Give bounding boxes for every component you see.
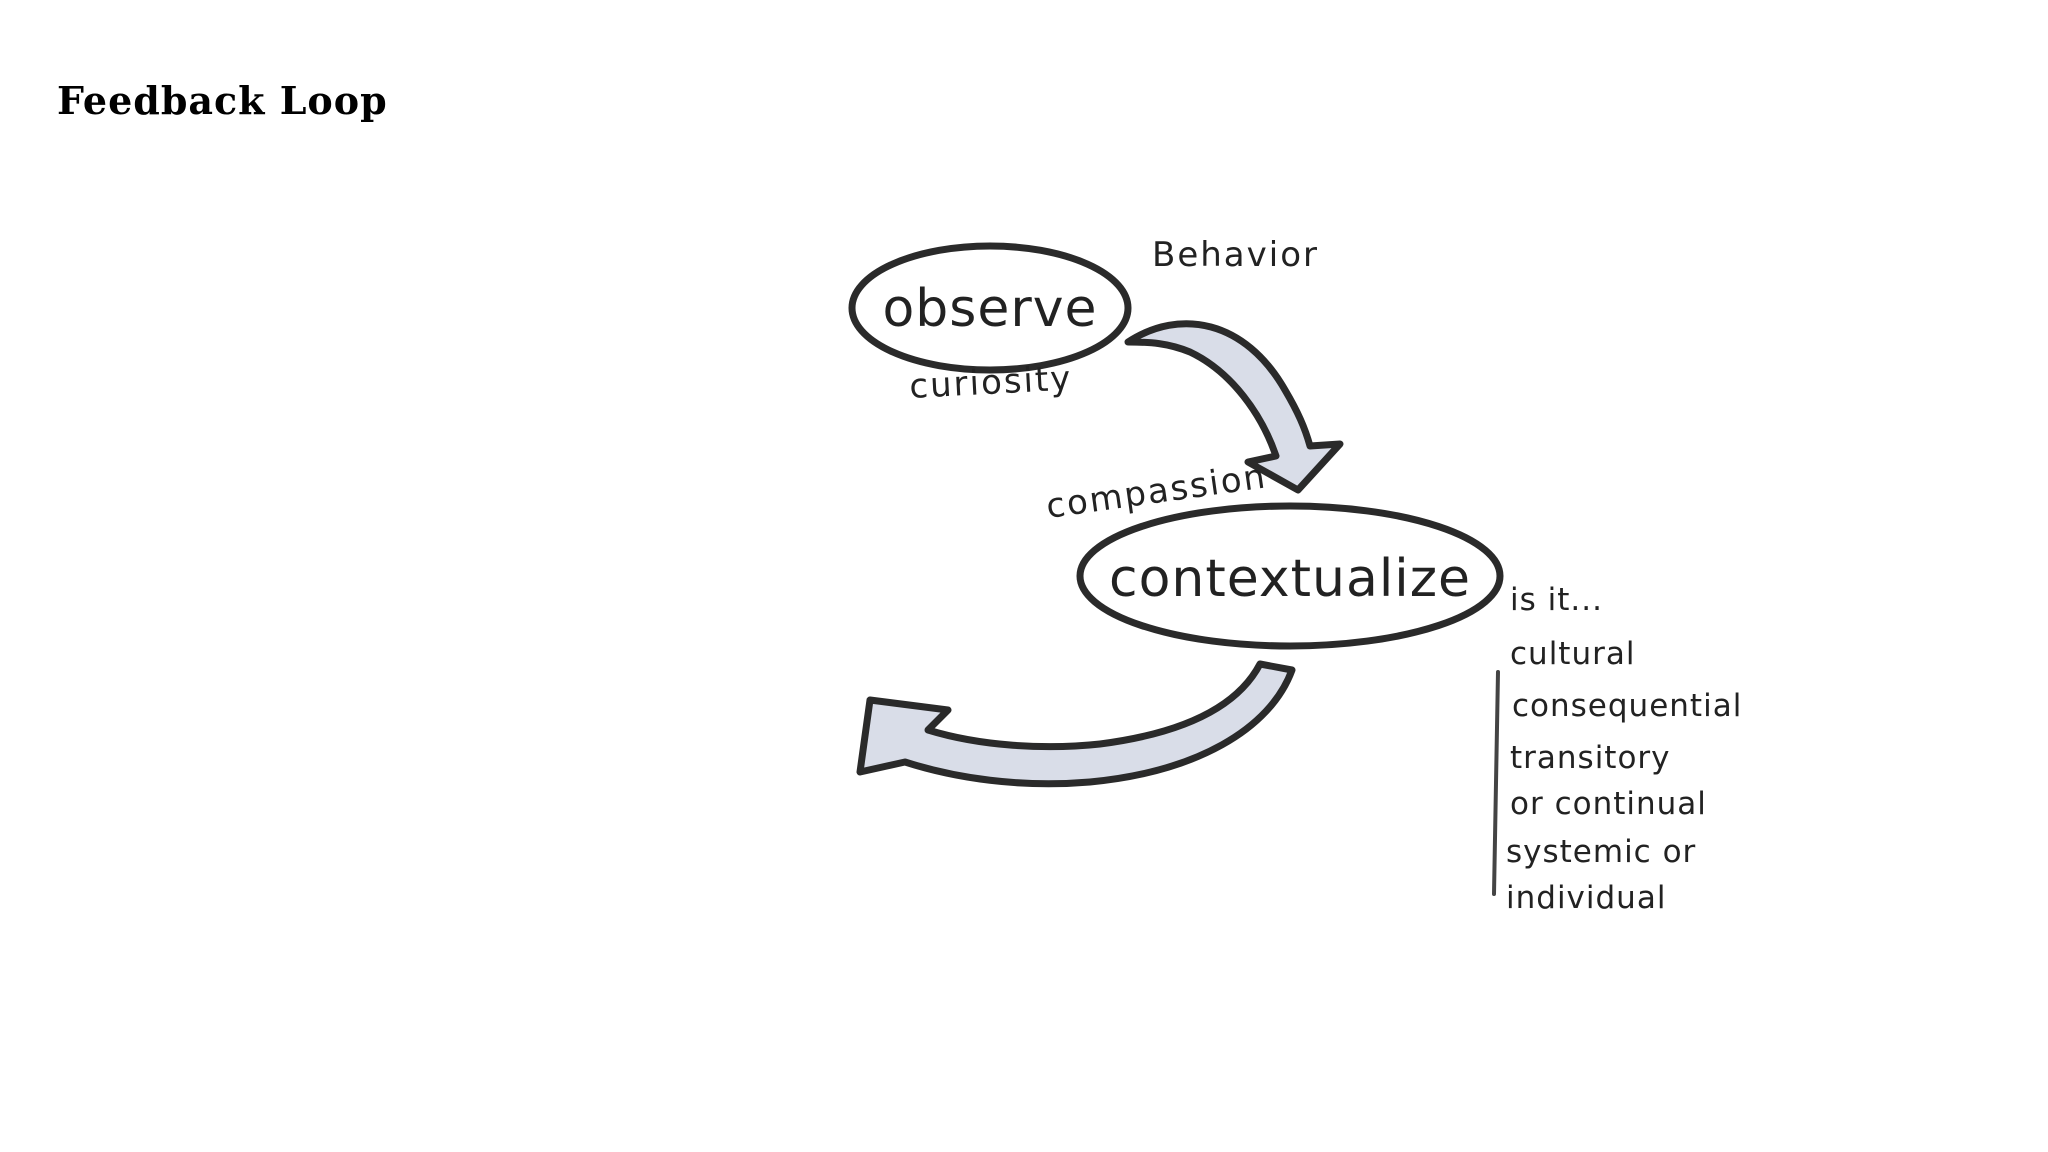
arrow-contextualize-to-return xyxy=(856,660,1296,788)
slide-title: Feedback Loop xyxy=(57,78,388,123)
question-item-continual: or continual xyxy=(1510,786,1707,822)
question-item-transitory: transitory xyxy=(1510,740,1671,776)
observe-node xyxy=(848,242,1132,374)
arrow-observe-to-contextualize xyxy=(1124,320,1344,494)
observe-label: observe xyxy=(882,279,1097,339)
contextualize-node xyxy=(1076,502,1504,650)
contextualize-label: contextualize xyxy=(1109,549,1471,609)
question-item-cultural: cultural xyxy=(1510,636,1635,672)
question-item-consequential: consequential xyxy=(1512,688,1742,724)
curiosity-label: curiosity xyxy=(908,359,1073,407)
question-intro: is it... xyxy=(1510,582,1603,618)
question-item-systemic: systemic or xyxy=(1506,834,1696,870)
behavior-label: Behavior xyxy=(1152,235,1319,275)
question-item-individual: individual xyxy=(1506,880,1666,916)
list-bracket xyxy=(1492,670,1500,896)
